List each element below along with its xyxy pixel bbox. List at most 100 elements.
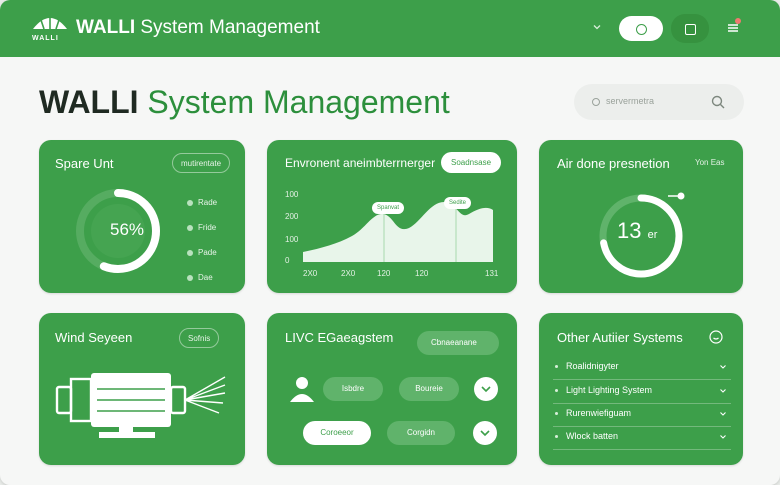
y-tick-label: 200	[285, 212, 299, 221]
legend-swatch	[187, 199, 193, 206]
notification-dot	[735, 18, 741, 24]
wind-turbine-illustration	[55, 373, 226, 438]
spare-unit-filter-label: mutirentate	[181, 159, 222, 168]
x-tick-label: 2X0	[341, 269, 356, 278]
system-item-label: Light Lighting System	[566, 385, 653, 395]
system-list-item[interactable]: Light Lighting System	[553, 381, 731, 404]
logo-wordmark: WALLI	[32, 35, 59, 42]
livc-button-2[interactable]: Boureie	[399, 377, 459, 401]
legend-swatch	[187, 249, 193, 256]
search-icon[interactable]	[710, 94, 726, 110]
legend-label: Dae	[198, 273, 213, 282]
livc-button-3[interactable]: Coroeeor	[303, 421, 371, 445]
wind-filter-label: Sofnis	[188, 334, 211, 343]
legend-item: Rade	[187, 190, 217, 215]
livc-card: LIVC EGaeagstem Cbnaeanane Isbdre Bourei…	[267, 313, 517, 465]
spare-unit-filter[interactable]: mutirentate	[172, 153, 231, 173]
y-tick-label: 100	[285, 190, 299, 199]
page-title-rest: System Management	[138, 84, 450, 120]
system-item-label: Rurenwiefiguam	[566, 408, 632, 418]
environment-dropdown-label: Soadnsase	[451, 158, 492, 167]
chart-tooltip: Sedite	[444, 197, 472, 209]
chevron-down-icon	[720, 435, 726, 439]
info-icon[interactable]	[708, 329, 724, 345]
air-title: Air done presnetion	[557, 156, 670, 171]
chevron-down-icon	[720, 389, 726, 393]
livc-button-label: Corgidn	[406, 428, 435, 437]
chevron-down-icon	[480, 430, 490, 437]
chevron-down-icon	[720, 412, 726, 416]
spare-unit-title: Spare Unt	[55, 156, 114, 171]
legend-swatch	[187, 224, 193, 231]
livc-button-1[interactable]: Isbdre	[323, 377, 383, 401]
top-bar: WALLI WALLI System Management	[0, 0, 780, 57]
confirm-button[interactable]	[474, 377, 498, 401]
page-title-strong: WALLI	[39, 84, 139, 120]
user-icon	[290, 377, 314, 402]
gauge-progress-arc	[599, 194, 683, 278]
system-list-item[interactable]: Wlock batten	[553, 427, 731, 450]
search-placeholder: servermetra	[606, 96, 655, 106]
spare-unit-value: 56%	[99, 220, 155, 240]
air-value-unit: er	[647, 229, 658, 241]
system-item-label: Roalidnigyter	[566, 361, 619, 371]
expand-button[interactable]	[473, 421, 497, 445]
x-tick-label: 2X0	[303, 269, 318, 278]
environment-title: Envronent aneimbterrnerger	[285, 156, 436, 170]
window-button[interactable]	[671, 14, 709, 43]
air-gauge	[599, 192, 685, 278]
page-title: WALLI System Management	[39, 84, 450, 121]
air-filter[interactable]: Yon Eas	[695, 158, 725, 167]
bullet-icon	[555, 365, 558, 368]
livc-dropdown[interactable]: Cbnaeanane	[417, 331, 499, 355]
x-tick-label: 120	[377, 269, 391, 278]
spare-unit-card: Spare Unt mutirentate 56% Rade Fride Pad…	[39, 140, 245, 293]
air-value-number: 13	[617, 218, 642, 243]
livc-button-4[interactable]: Corgidn	[387, 421, 455, 445]
livc-button-label: Boureie	[415, 384, 443, 393]
search-status-icon	[592, 98, 600, 106]
y-tick-label: 0	[285, 256, 290, 265]
search-input[interactable]: servermetra	[574, 84, 744, 120]
spare-unit-value-number: 56%	[109, 220, 145, 239]
bullet-icon	[555, 435, 558, 438]
bullet-icon	[555, 389, 558, 392]
toggle-button[interactable]	[619, 16, 663, 41]
livc-title: LIVC EGaeagstem	[285, 330, 394, 345]
wind-card: Wind Seyeen Sofnis	[39, 313, 245, 465]
wind-filter[interactable]: Sofnis	[179, 328, 220, 348]
app-title: WALLI System Management	[76, 17, 320, 39]
donut-progress-arc	[76, 189, 160, 273]
x-tick-label: 131	[485, 269, 499, 278]
environment-card: Envronent aneimbterrnerger Soadnsase 100…	[267, 140, 517, 293]
y-tick-label: 100	[285, 235, 299, 244]
area-fill	[303, 202, 493, 262]
air-filter-label: Yon Eas	[695, 158, 725, 167]
legend-label: Rade	[198, 198, 218, 207]
wind-title: Wind Seyeen	[55, 330, 133, 345]
umbrella-logo-icon	[33, 15, 67, 30]
app-title-rest: System Management	[135, 17, 320, 38]
donut-center	[91, 204, 145, 258]
livc-button-label: Isbdre	[341, 384, 365, 393]
menu-icon[interactable]	[726, 21, 740, 35]
spare-unit-legend: Rade Fride Pade Dae	[187, 190, 217, 290]
livc-button-label: Coroeeor	[320, 428, 354, 437]
spare-unit-donut	[76, 189, 160, 273]
environment-area-chart	[303, 202, 493, 262]
legend-item: Dae	[187, 265, 217, 290]
legend-label: Pade	[198, 248, 217, 257]
air-value: 13 er	[617, 218, 657, 244]
system-list-item[interactable]: Rurenwiefiguam	[553, 404, 731, 427]
chevron-down-icon	[481, 386, 491, 393]
gauge-knob	[677, 192, 685, 200]
x-tick-label: 120	[415, 269, 429, 278]
other-systems-title: Other Autiier Systems	[557, 330, 683, 345]
environment-dropdown[interactable]: Soadnsase	[441, 152, 502, 173]
livc-dropdown-label: Cbnaeanane	[431, 338, 477, 347]
chevron-down-icon[interactable]	[592, 22, 602, 32]
app-title-strong: WALLI	[76, 17, 136, 38]
system-list-item[interactable]: Roalidnigyter	[553, 357, 731, 380]
chart-tooltip: Spanvat	[372, 202, 405, 214]
